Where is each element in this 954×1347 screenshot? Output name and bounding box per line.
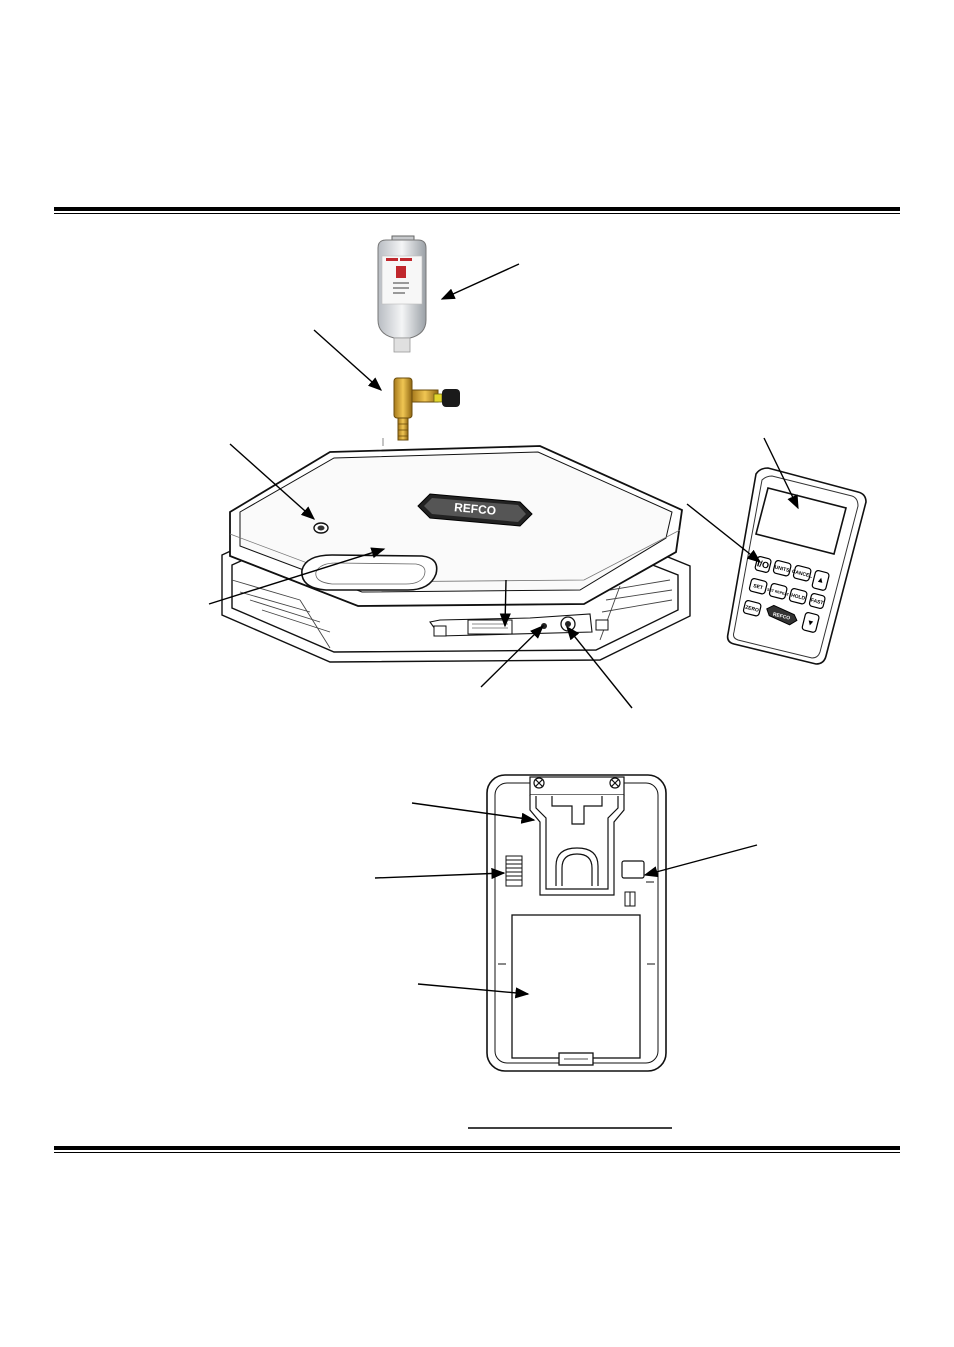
top-rule [54,207,900,214]
scale-logo-text: REFCO [454,500,497,518]
scale-base-illustration [221,445,691,663]
arrow-lid-hole [229,443,316,520]
remote-display-screen [755,487,847,555]
arrow-port-jack [566,625,633,709]
arrow-refrigerant-can [440,263,520,300]
key-cancel[interactable]: CANCEL [791,569,813,580]
key-hold[interactable]: HOLD [790,593,806,602]
arrow-speaker-grille [374,867,506,880]
arrow-belt-clip [411,802,536,824]
arrow-lid-top [208,547,386,605]
key-down[interactable]: ▼ [806,618,816,629]
speaker-grille [505,855,523,887]
arrow-remote-display [763,437,799,510]
arrow-valve-adapter [313,329,383,391]
key-units[interactable]: UNITS [774,564,791,574]
arrow-front-connector [499,579,511,628]
refrigerant-can-illustration [377,235,427,353]
remote-logo-text: REFCO [772,612,791,622]
remote-back-view-illustration [486,774,667,1072]
arrow-remote-power-key [686,503,762,563]
key-zero[interactable]: ZERO [744,605,759,614]
key-set[interactable]: SET [752,583,763,591]
callout-arrows [208,263,799,999]
key-set-repeat[interactable]: SET REPEAT [767,588,790,597]
arrow-sensor-label [643,844,758,878]
belt-clip [529,776,625,896]
bottom-rule [54,1146,900,1153]
scale-logo-badge: REFCO [417,493,533,527]
remote-control-illustration: I/O UNITS CANCEL ▲ SET SET REPEAT [726,467,867,665]
battery-cover [511,914,641,1066]
key-up[interactable]: ▲ [816,575,826,586]
arrow-port-small [480,625,544,688]
arrow-battery-cover [417,983,530,999]
brass-valve-adapter-illustration [382,377,460,446]
key-fast[interactable]: FAST [810,598,824,607]
